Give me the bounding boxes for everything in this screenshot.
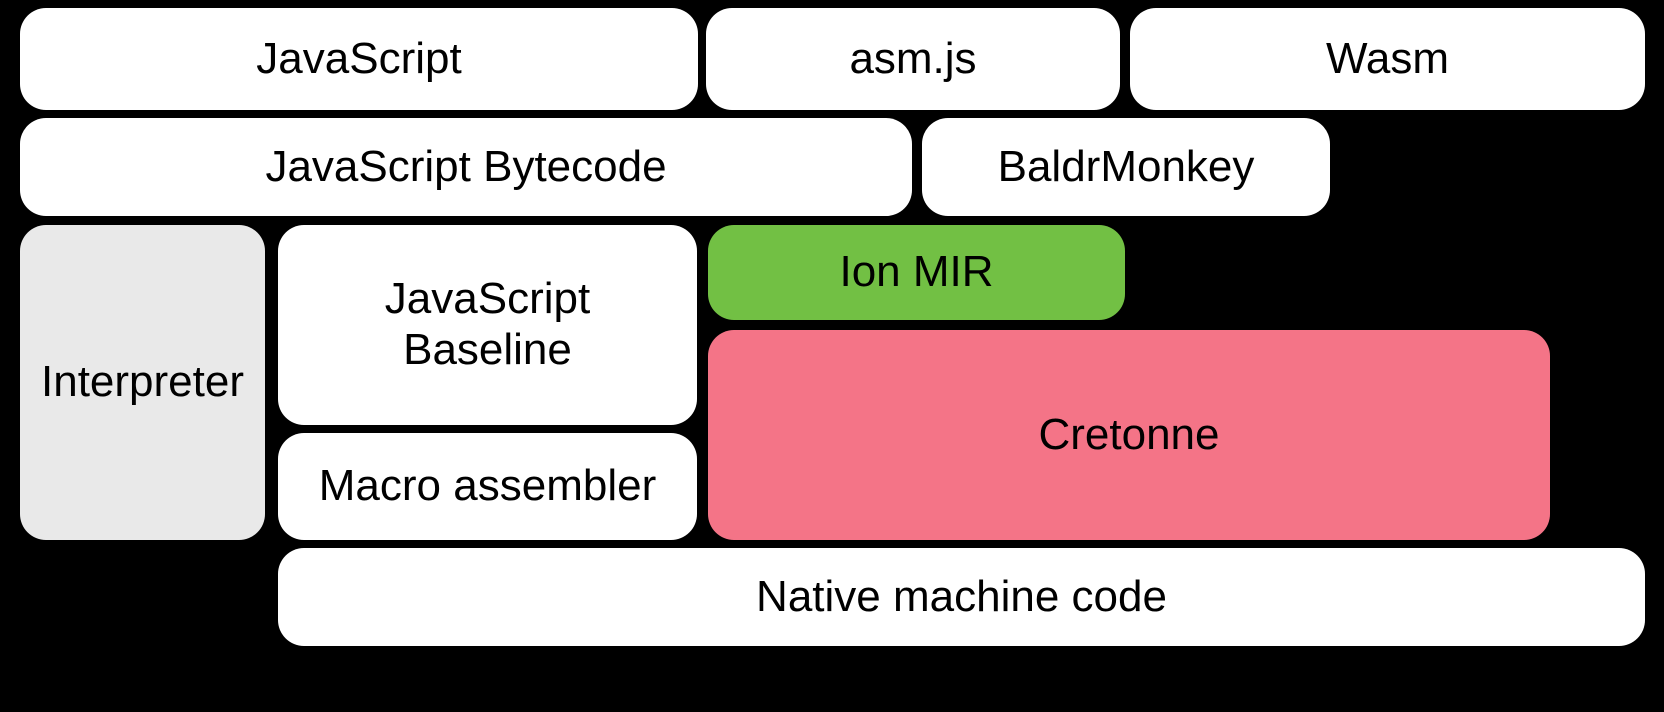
node-javascript: JavaScript xyxy=(20,8,698,110)
node-native-machine-code: Native machine code xyxy=(278,548,1645,646)
node-javascript-baseline: JavaScript Baseline xyxy=(278,225,697,425)
node-cretonne: Cretonne xyxy=(708,330,1550,540)
node-js-bytecode: JavaScript Bytecode xyxy=(20,118,912,216)
node-ion-mir: Ion MIR xyxy=(708,225,1125,320)
node-baldrmonkey: BaldrMonkey xyxy=(922,118,1330,216)
node-asmjs: asm.js xyxy=(706,8,1120,110)
node-interpreter: Interpreter xyxy=(20,225,265,540)
node-wasm: Wasm xyxy=(1130,8,1645,110)
node-macro-assembler: Macro assembler xyxy=(278,433,697,540)
